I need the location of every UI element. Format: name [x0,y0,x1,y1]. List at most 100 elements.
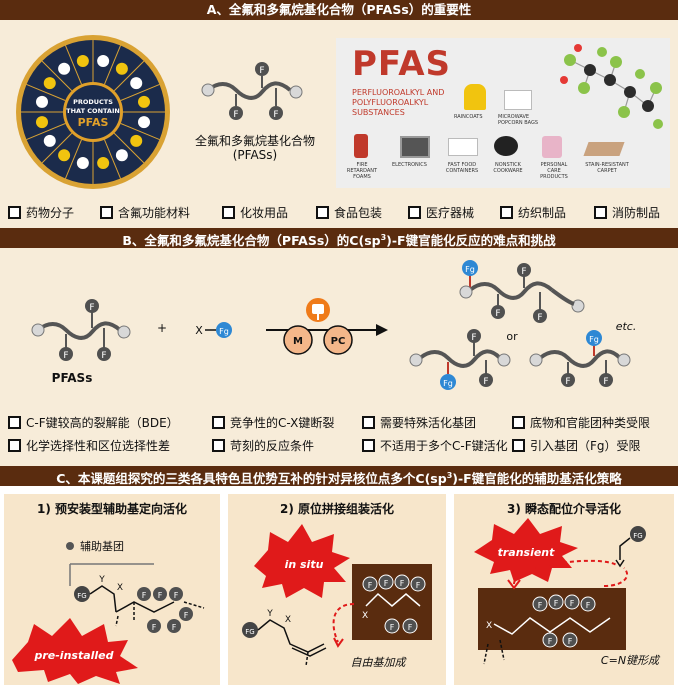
challenge-item: 引入基团（Fg）受限 [512,437,641,454]
wheel-spoke [120,123,160,141]
product-top: Fg F F F [459,260,585,323]
svg-text:F: F [368,581,373,590]
use-item: 含氟功能材料 [100,204,190,221]
wheel-spoke [104,139,122,179]
svg-text:F: F [537,313,542,323]
svg-text:F: F [570,599,575,608]
use-item: 食品包装 [316,204,382,221]
wheel-spoke [41,60,73,92]
strategy-2-title: 2) 原位拼接组装活化 [279,502,394,516]
fastfood-icon [448,138,478,156]
plus-sign: + [157,321,167,335]
etc-label: etc. [616,320,637,333]
challenge-item: 不适用于多个C-F键活化 [362,437,508,454]
popcorn-label: MICROWAVE POPCORN BAGS [498,114,539,126]
electronics-label: ELECTRONICS [392,162,427,168]
svg-text:Fg: Fg [465,265,475,274]
wheel-center-l2: THAT CONTAIN [66,107,120,115]
svg-text:F: F [400,579,405,588]
product-icon [43,134,56,147]
svg-text:F: F [554,599,559,608]
personal-label: PERSONAL CARE PRODUCTS [540,162,568,180]
poster-sub-l3: SUBSTANCES [352,108,405,117]
wheel-center-l3: PFAS [78,116,109,129]
fluorine-atom: F [259,66,264,76]
product-icon [76,54,89,67]
svg-text:F: F [384,579,389,588]
burst-in-situ-text: in situ [285,558,324,571]
product-icon [97,157,110,170]
use-item: 药物分子 [8,204,74,221]
svg-text:Fg: Fg [443,379,453,388]
product-icon [115,149,128,162]
svg-text:F: F [408,623,413,632]
aux-group-label: 辅助基团 [80,539,124,553]
wheel-spoke [41,132,73,164]
fire-foam-icon [354,134,368,158]
svg-text:F: F [174,591,179,600]
product-bottom-right: Fg F F [529,330,631,387]
popcorn-icon [504,90,532,110]
product-bottom-left: Fg F F [409,329,511,390]
reagent-x: X [195,324,203,337]
burst-pre-installed [12,618,138,684]
product-icon [138,116,151,129]
svg-text:F: F [568,637,573,646]
svg-text:F: F [142,591,147,600]
pfass-label-l2: (PFASs) [232,148,278,162]
product-icon [76,157,89,170]
cn-bond-label: C=N键形成 [601,654,661,667]
product-icon [130,77,143,90]
svg-text:X: X [486,621,492,631]
section-a-title: A、全氟和多氟烷基化合物（PFASs）的重要性 [0,0,678,20]
burst-pre-installed-text: pre-installed [33,649,113,662]
svg-text:FG: FG [245,628,254,636]
products-wheel: PRODUCTS THAT CONTAIN PFAS [16,35,170,189]
challenge-item: 需要特殊活化基团 [362,414,476,431]
pfas-poster: PFAS PERFLUOROALKYL AND POLYFLUOROALKYL … [336,38,670,188]
section-c-title: C、本课题组探究的三类各具特色且优势互补的针对异核位点多个C(sp3)-F键官能… [0,466,678,486]
strategy-3-title: 3) 瞬态配位介导活化 [506,502,621,516]
raincoats-label: RAINCOATS [454,114,483,120]
svg-text:FG: FG [633,532,642,540]
svg-text:Y: Y [266,609,273,619]
svg-text:X: X [362,611,368,621]
svg-text:F: F [184,611,189,620]
svg-text:F: F [565,377,570,387]
svg-text:F: F [586,601,591,610]
wheel-spoke [104,45,122,85]
use-item: 化妆用品 [222,204,288,221]
svg-text:FG: FG [77,592,86,600]
challenge-item: 化学选择性和区位选择性差 [8,437,170,454]
svg-text:F: F [158,591,163,600]
wheel-spoke [64,139,82,179]
product-icon [97,54,110,67]
pfass-b-label: PFASs [52,371,93,385]
wheel-spoke [64,45,82,85]
wheel-spoke [120,83,160,101]
svg-text:F: F [538,601,543,610]
radical-addition-label: 自由基加成 [351,656,408,669]
burst-transient-text: transient [498,546,556,559]
svg-text:F: F [521,267,526,277]
product-icon [58,149,71,162]
svg-text:F: F [172,623,177,632]
reaction-scheme: F F F PFASs + X Fg M PC Fg F F F or etc.… [31,260,637,390]
fluorine-atom: F [273,110,278,120]
product-icon [130,134,143,147]
svg-text:Y: Y [98,575,105,585]
burst-transient [474,518,578,582]
electronics-icon [400,136,430,158]
wheel-center-l1: PRODUCTS [73,98,113,106]
carpet-icon [583,142,625,156]
strategy-1-title: 1) 预安装型辅助基定向活化 [36,502,187,516]
catalyst-pc: PC [331,336,346,347]
svg-text:F: F [416,581,421,590]
nonstick-label: NONSTICK COOKWARE [493,162,523,174]
pan-icon [494,136,518,156]
svg-text:F: F [63,351,68,361]
challenge-item: 苛刻的反应条件 [212,437,314,454]
challenge-item: 底物和官能团种类受限 [512,414,650,431]
wheel-spoke [113,132,145,164]
svg-text:F: F [152,623,157,632]
